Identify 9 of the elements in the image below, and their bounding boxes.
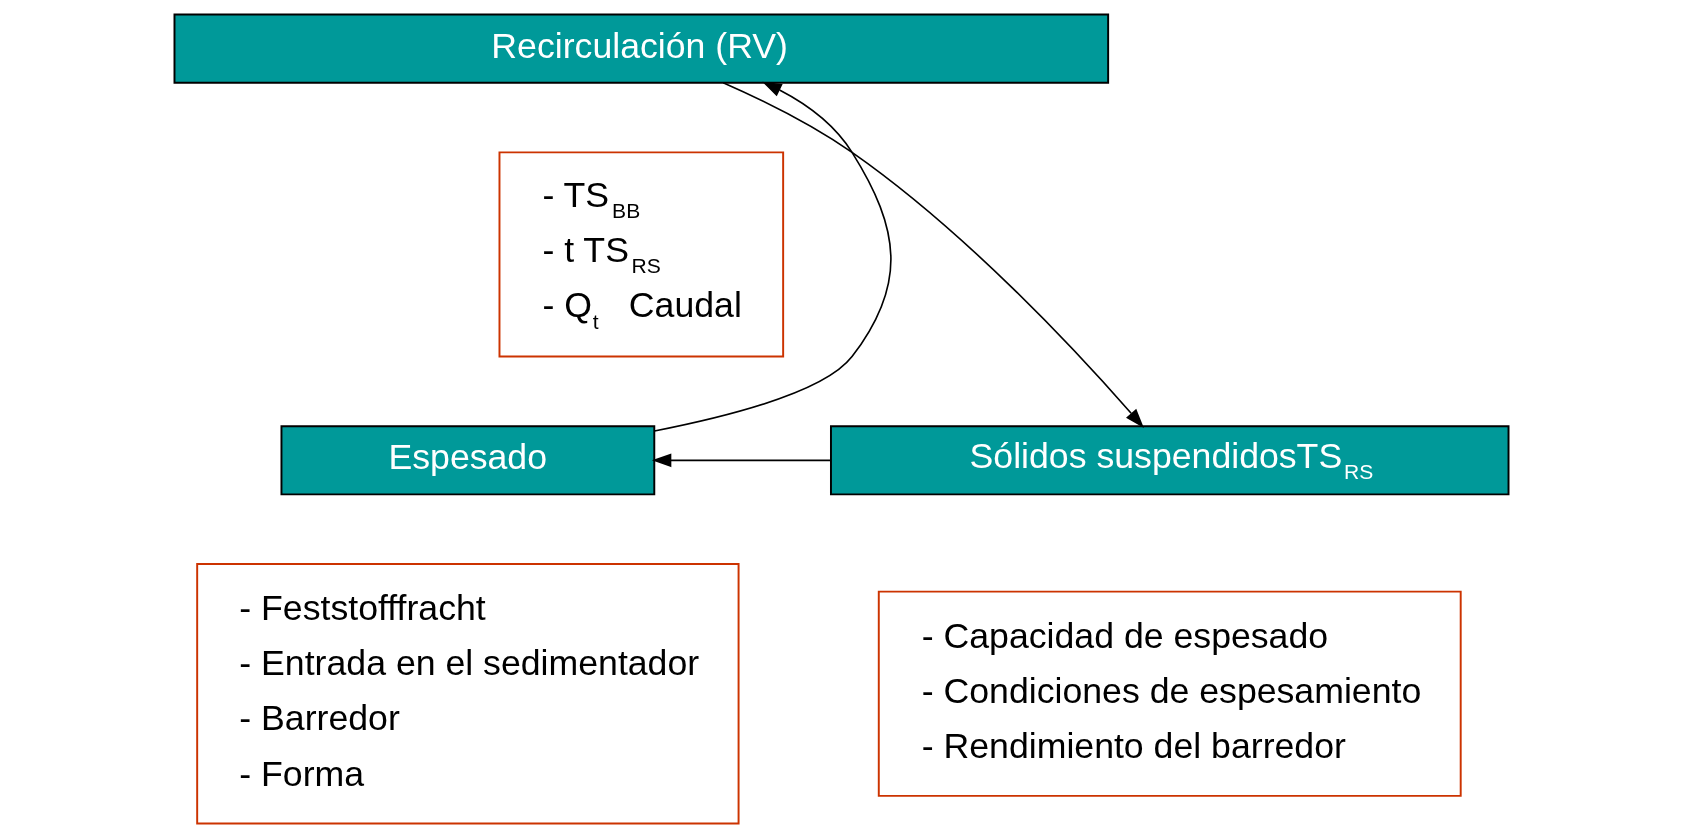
node-box: - Feststofffracht - Entrada en el sedimentador - Barredor - Forma [196,563,740,825]
node-box: - TS$_{BB}$ - t TS$_{RS}$ - Q$_{t}$ Caudal [498,151,785,358]
node-box: Sólidos suspendidosTS$_{RS}$ [830,425,1510,496]
node-box: Recirculación (RV) [173,13,1110,84]
arrow [653,81,892,432]
arrow [651,453,832,468]
arrow [722,81,1144,428]
node-box: Espesado [280,425,656,496]
node-box: - Capacidad de espesado - Condiciones de espesamiento - Rendimiento del barredor [877,590,1462,797]
